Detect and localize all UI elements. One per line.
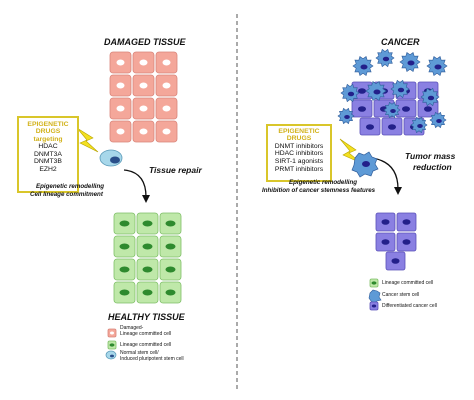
- differentiated-cancer-cell: [375, 232, 396, 252]
- drug-class: DNMT inhibitors: [274, 142, 324, 150]
- legend-label-committed: Lineage committed cell: [120, 342, 172, 348]
- left-panel-title: DAMAGED TISSUE: [104, 37, 186, 47]
- drug-target: EZH2: [39, 166, 57, 173]
- damaged-cell: [155, 97, 178, 120]
- cancer-stem-cell: [426, 56, 448, 76]
- down-arrow-icon: [123, 169, 147, 198]
- right-panel-title: CANCER: [381, 37, 420, 47]
- cancer-stem-cell: [337, 107, 355, 125]
- cancer-stem-cell: [383, 101, 401, 119]
- stem-cell-icon: [99, 149, 123, 167]
- damaged-cell: [132, 97, 155, 120]
- damaged-cell: [155, 120, 178, 143]
- drug-class: SIRT-1 agonists: [274, 158, 324, 165]
- differentiated-cancer-cell: [385, 251, 406, 271]
- legend-label-differentiated: Differentiated cancer cell: [382, 303, 437, 309]
- legend-cancer-stem-swatch: [368, 289, 382, 304]
- legend-stem-swatch: [105, 350, 117, 360]
- drug-target: HDAC: [38, 143, 58, 151]
- cancer-stem-cell: [410, 116, 428, 134]
- damaged-cell: [109, 120, 132, 143]
- tumor-mass-illustration: [337, 48, 448, 136]
- arrowhead: [394, 187, 402, 195]
- differentiated-cancer-cell: [381, 117, 403, 136]
- healthy-cell: [159, 258, 182, 281]
- differentiated-cancer-cell: [351, 99, 373, 118]
- drugs-box-heading: EPIGENETIC: [27, 121, 69, 128]
- cancer-stem-cell: [352, 56, 374, 76]
- healthy-cell: [159, 281, 182, 304]
- damaged-cell: [109, 51, 132, 74]
- legend-damaged-swatch: [107, 328, 117, 338]
- healthy-cell: [113, 258, 136, 281]
- drugs-box-heading: EPIGENETIC: [278, 128, 320, 135]
- legend-label-damaged: Damaged-: [120, 325, 144, 331]
- cancer-stem-cell: [399, 52, 421, 72]
- healthy-cell: [159, 235, 182, 258]
- inhibition-stemness-label: Inhibition of cancer stemness features: [262, 187, 376, 194]
- healthy-cell: [136, 258, 159, 281]
- drug-class: PRMT inhibitors: [274, 165, 324, 173]
- legend-committed-swatch: [369, 278, 379, 288]
- healthy-cell: [136, 212, 159, 235]
- cell-lineage-commitment-label: Cell lineage commitment: [30, 191, 103, 198]
- damaged-cell: [109, 97, 132, 120]
- healthy-tissue-title: HEALTHY TISSUE: [108, 312, 185, 322]
- differentiated-cancer-cell: [375, 212, 396, 232]
- drugs-box-targeting: targeting: [33, 135, 63, 143]
- cancer-stem-cell: [390, 79, 410, 99]
- differentiated-cancer-cell: [396, 212, 417, 232]
- healthy-cell: [113, 235, 136, 258]
- lightning-icon: [76, 127, 99, 153]
- stem-cell-icon: [351, 151, 379, 178]
- damaged-cell: [155, 51, 178, 74]
- drug-class: HDAC inhibitors: [274, 150, 324, 158]
- damaged-cell: [132, 74, 155, 97]
- cancer-stem-cell: [340, 83, 360, 103]
- cancer-stem-cell: [420, 87, 440, 107]
- damaged-cell: [132, 120, 155, 143]
- differentiated-cancer-cluster: [375, 212, 417, 271]
- damaged-cell: [155, 74, 178, 97]
- arrowhead: [142, 195, 150, 203]
- healthy-tissue-illustration: [113, 212, 182, 304]
- tumor-mass-reduction-label: reduction: [413, 162, 452, 172]
- cancer-stem-cell: [429, 111, 447, 129]
- epigenetic-drugs-box-left: EPIGENETIC DRUGS targeting HDAC DNMT3A D…: [17, 116, 79, 193]
- damaged-tissue-illustration: [109, 51, 178, 143]
- differentiated-cancer-cell: [395, 99, 417, 118]
- drug-target: DNMT3B: [34, 158, 62, 166]
- epigenetic-remodelling-label: Epigenetic remodelling: [36, 183, 105, 190]
- legend-committed-swatch: [107, 340, 117, 350]
- epigenetic-drugs-box-right: EPIGENETIC DRUGS DNMT inhibitors HDAC in…: [266, 124, 332, 182]
- differentiated-cancer-cell: [359, 117, 381, 136]
- cancer-stem-cell: [365, 81, 387, 101]
- drugs-box-heading: DRUGS: [35, 128, 61, 136]
- healthy-cell: [113, 212, 136, 235]
- drug-target: DNMT3A: [34, 150, 62, 158]
- legend-label-cancer-stem: Cancer stem cell: [382, 292, 420, 298]
- damaged-cell: [109, 74, 132, 97]
- tissue-repair-label: Tissue repair: [149, 165, 202, 175]
- healthy-cell: [113, 281, 136, 304]
- legend-label-damaged: Lineage committed cell: [120, 331, 172, 337]
- healthy-cell: [159, 212, 182, 235]
- damaged-cell: [132, 51, 155, 74]
- legend-differentiated-swatch: [369, 301, 379, 311]
- legend-label-stem: Normal stem cell/: [120, 350, 159, 356]
- drugs-box-heading: DRUGS: [286, 135, 312, 143]
- legend-label-stem: Induced pluripotent stem cell: [120, 356, 184, 362]
- healthy-cell: [136, 281, 159, 304]
- epigenetic-remodelling-label: Epigenetic remodelling: [289, 179, 358, 186]
- tumor-mass-reduction-label: Tumor mass: [405, 151, 456, 161]
- healthy-cell: [136, 235, 159, 258]
- differentiated-cancer-cell: [396, 232, 417, 252]
- cancer-stem-cell: [375, 48, 395, 68]
- legend-label-committed: Lineage committed cell: [382, 280, 434, 286]
